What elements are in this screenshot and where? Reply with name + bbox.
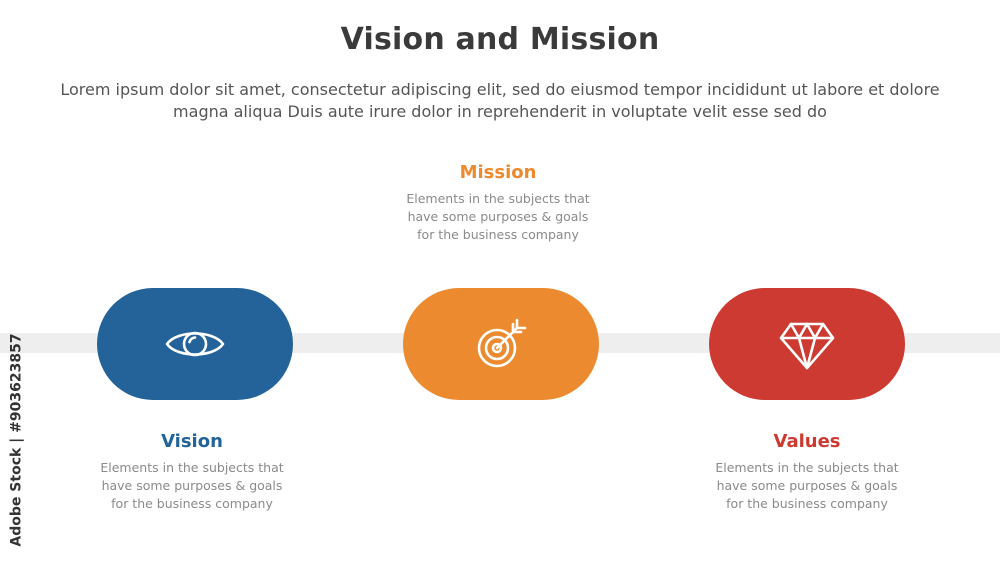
mission-pill	[403, 288, 599, 400]
mission-heading: Mission	[459, 162, 537, 183]
watermark-text: Adobe Stock | #903623857	[9, 333, 26, 547]
values-pill	[709, 288, 905, 400]
mission-description: Elements in the subjects that have some …	[406, 191, 590, 242]
eye-icon	[165, 331, 225, 357]
values-description: Elements in the subjects that have some …	[715, 460, 899, 511]
vision-description: Elements in the subjects that have some …	[100, 460, 284, 511]
page-subtitle: Lorem ipsum dolor sit amet, consectetur …	[60, 80, 940, 121]
target-icon	[477, 318, 527, 368]
values-heading: Values	[773, 431, 841, 452]
watermark: Adobe Stock | #903623857	[9, 325, 25, 555]
page-title: Vision and Mission	[340, 22, 660, 57]
vision-heading: Vision	[161, 431, 223, 452]
vision-pill	[97, 288, 293, 400]
diamond-icon	[779, 322, 835, 370]
